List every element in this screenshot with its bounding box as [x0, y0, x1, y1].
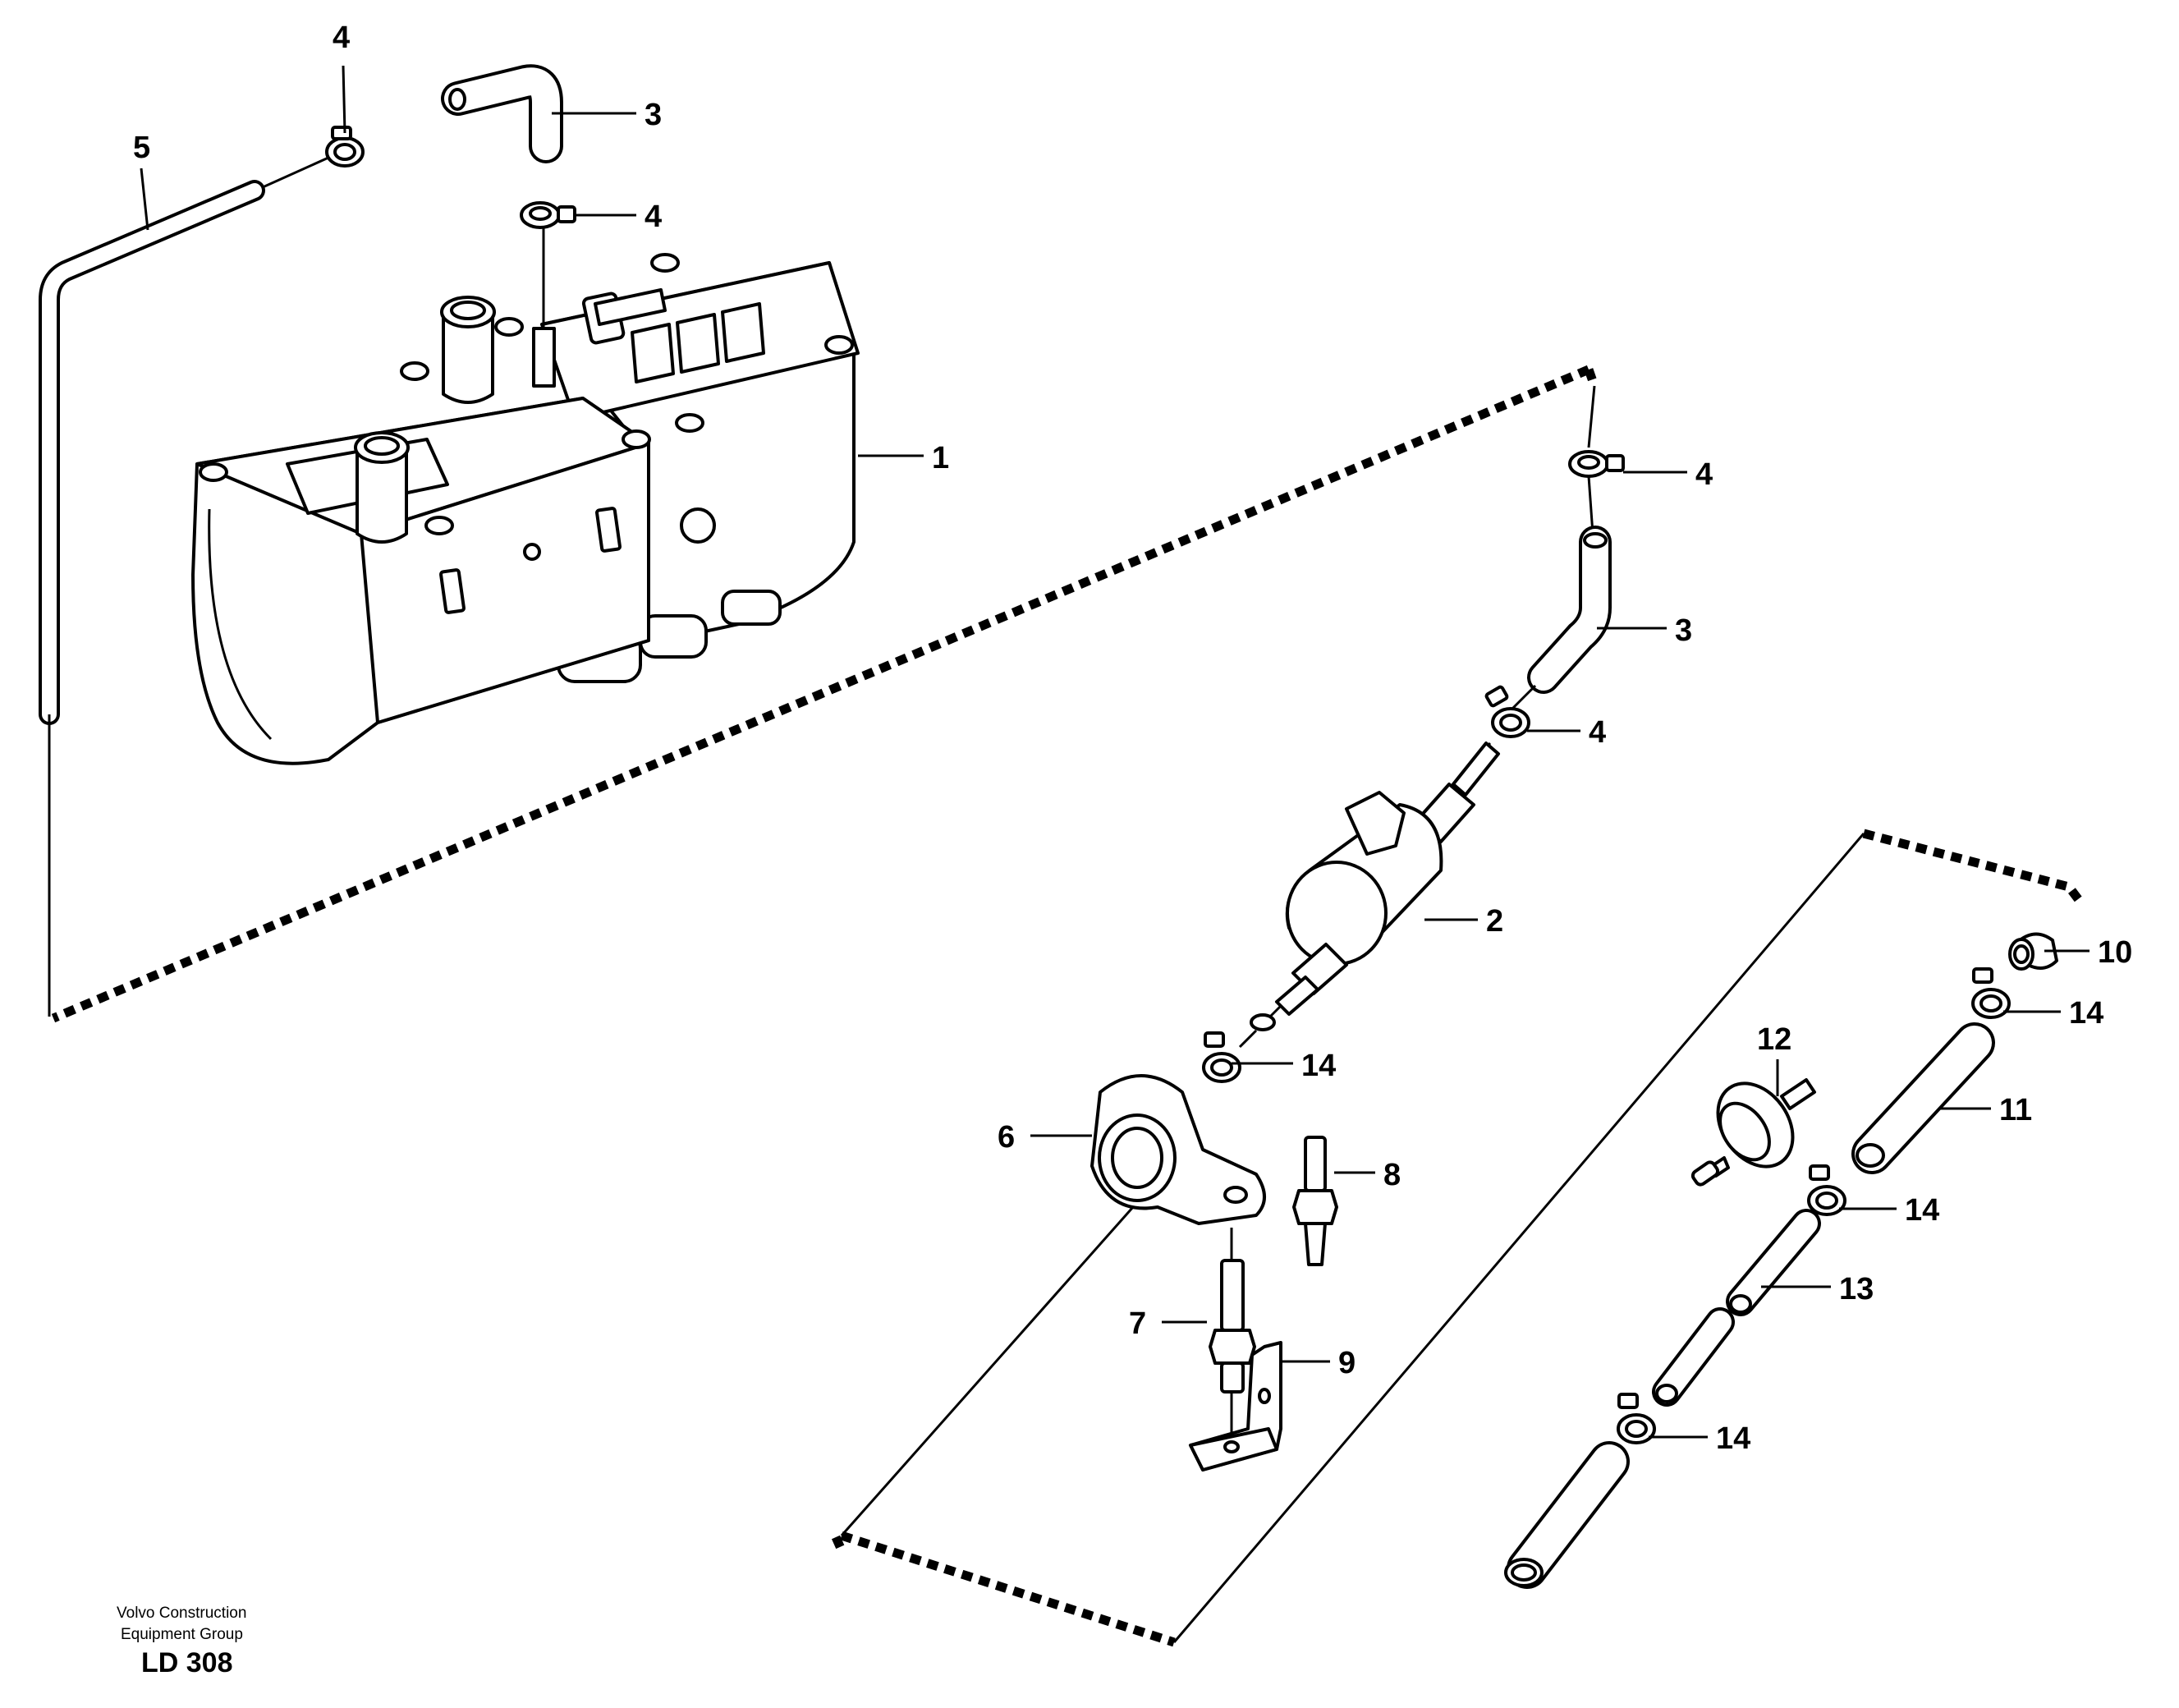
footer-line-2: Equipment Group	[121, 1626, 243, 1643]
footer-code: LD 308	[141, 1647, 233, 1678]
hose-lower	[1504, 1441, 1630, 1589]
callout-9: 9	[1338, 1346, 1356, 1380]
hose-clamp-upper-right	[1971, 967, 2011, 1019]
callout-3-top: 3	[645, 98, 662, 132]
callout-2: 2	[1486, 904, 1503, 939]
publisher-footer: Volvo Construction Equipment Group LD 30…	[117, 1605, 246, 1678]
hose-clamp-pump-outlet	[1202, 1031, 1241, 1083]
callout-3-right: 3	[1675, 613, 1692, 648]
boundary-line-left	[840, 1206, 1135, 1536]
valve-12	[1690, 1078, 1816, 1187]
callout-1: 1	[932, 441, 949, 475]
plug-10	[2008, 932, 2058, 971]
mounting-bracket-6	[1090, 1074, 1266, 1260]
callout-7: 7	[1129, 1306, 1146, 1341]
heater-unit	[191, 222, 860, 765]
callout-4-top-left: 4	[333, 21, 350, 55]
callout-4-top-center: 4	[645, 200, 662, 234]
fuel-pump	[1238, 742, 1500, 1049]
callout-4-right-lower: 4	[1589, 715, 1606, 750]
callout-8: 8	[1383, 1158, 1401, 1192]
callout-10: 10	[2098, 935, 2132, 970]
callout-labels: 4 5 3 4 1 4 3 4 2 14 6 8 7 9 10 14 12 11…	[133, 21, 2132, 1456]
nipple-8	[1292, 1136, 1338, 1266]
callout-12: 12	[1757, 1022, 1791, 1057]
hose-clamp-middle-right	[1807, 1164, 1846, 1216]
hose-13	[1652, 1209, 1821, 1407]
callout-14-middle-right: 14	[1905, 1193, 1939, 1228]
stud-7	[1209, 1259, 1256, 1437]
callout-5: 5	[133, 131, 150, 165]
callout-14-lower-right: 14	[1716, 1421, 1750, 1456]
hose-3-right	[1497, 526, 1612, 724]
callout-4-right-upper: 4	[1695, 457, 1713, 492]
hose-clamp-right-upper	[1568, 385, 1625, 535]
callout-14-upper-right: 14	[2069, 996, 2103, 1031]
leader-lines	[140, 65, 2090, 1439]
callout-13: 13	[1839, 1272, 1874, 1306]
hose-5	[39, 156, 329, 1017]
hose-clamp-right-lower	[1468, 685, 1530, 765]
hose-clamp-top-center	[520, 201, 576, 229]
callout-14-pump: 14	[1301, 1049, 1336, 1083]
dashed-assembly-boundary	[51, 365, 2085, 1647]
hose-11	[1851, 1022, 1995, 1174]
callout-6: 6	[998, 1120, 1015, 1155]
angle-bracket-9	[1189, 1341, 1282, 1472]
hose-clamp-top-left	[325, 126, 365, 168]
callout-11: 11	[1999, 1093, 2032, 1127]
footer-line-1: Volvo Construction	[117, 1605, 246, 1622]
boundary-line-right	[1172, 833, 1865, 1643]
hose-3-top	[441, 64, 563, 163]
hose-clamp-lower-right	[1617, 1393, 1656, 1444]
